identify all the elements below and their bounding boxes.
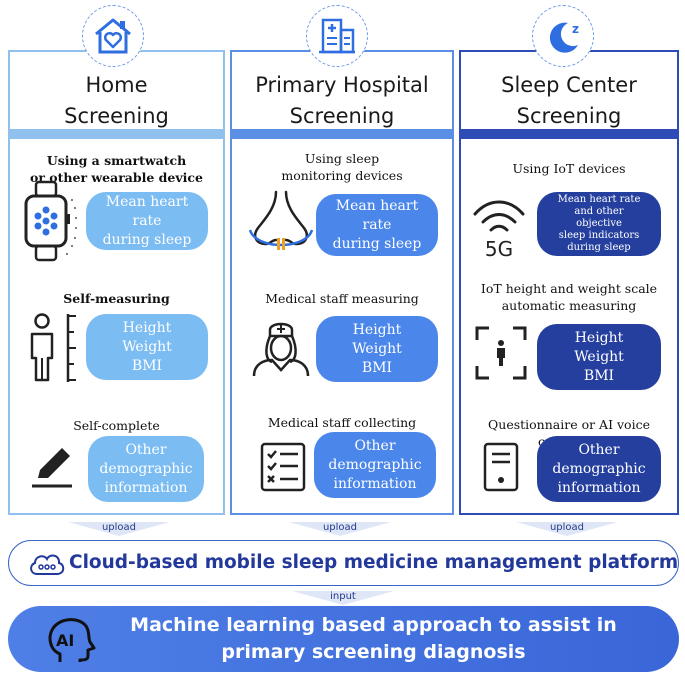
platform-title: Cloud-based mobile sleep medicine manage… xyxy=(69,552,679,573)
pencil-icon xyxy=(32,448,72,488)
column-title: Sleep Center Screening xyxy=(501,73,637,128)
moon-sleep-icon: z xyxy=(532,5,594,67)
nasal-cannula-icon xyxy=(248,190,314,250)
column-title: Home Screening xyxy=(64,73,169,128)
checklist-icon xyxy=(260,442,306,492)
tablet-icon xyxy=(483,442,519,492)
ai-head-icon: AI xyxy=(48,618,96,662)
row-caption: Using sleep monitoring devices xyxy=(281,151,403,183)
svg-text:AI: AI xyxy=(56,631,74,650)
svg-text:z: z xyxy=(572,22,579,36)
column-header-bar xyxy=(230,129,454,139)
row-caption: Medical staff collecting xyxy=(267,415,417,430)
upload-arrow: upload xyxy=(64,520,174,536)
ml-approach-box: AI Machine learning based approach to as… xyxy=(8,606,679,672)
row-caption: Self-complete xyxy=(73,418,160,433)
5g-signal-icon: 5G xyxy=(473,200,525,260)
upload-arrow: upload xyxy=(512,520,622,536)
sleep-center-column: Sleep Center Screening Using IoT devices… xyxy=(459,50,679,515)
house-heart-icon xyxy=(82,5,144,67)
cloud-icon xyxy=(30,554,65,575)
smartwatch-icon xyxy=(24,180,77,262)
upload-arrow: upload xyxy=(285,520,395,536)
row-caption: IoT height and weight scale automatic me… xyxy=(480,281,658,313)
person-height-icon xyxy=(30,313,76,382)
5g-label: 5G xyxy=(485,237,513,260)
home-screening-column: Home Screening Using a smartwatch or oth… xyxy=(8,50,225,515)
cloud-platform-box: Cloud-based mobile sleep medicine manage… xyxy=(8,540,679,586)
row-caption: Medical staff measuring xyxy=(265,291,419,306)
column-header-bar xyxy=(459,129,679,139)
column-title: Primary Hospital Screening xyxy=(255,73,429,128)
row-caption: Using a smartwatch or other wearable dev… xyxy=(30,153,203,185)
ml-title: Machine learning based approach to assis… xyxy=(130,614,617,663)
row-caption: Using IoT devices xyxy=(512,161,626,176)
row-caption: Self-measuring xyxy=(63,291,170,306)
column-header-bar xyxy=(8,129,225,139)
scan-person-icon xyxy=(475,326,527,380)
hospital-building-icon xyxy=(306,5,368,67)
input-arrow: input xyxy=(288,589,398,605)
nurse-icon xyxy=(252,322,310,377)
primary-hospital-column: Primary Hospital Screening Using sleep m… xyxy=(230,50,454,515)
